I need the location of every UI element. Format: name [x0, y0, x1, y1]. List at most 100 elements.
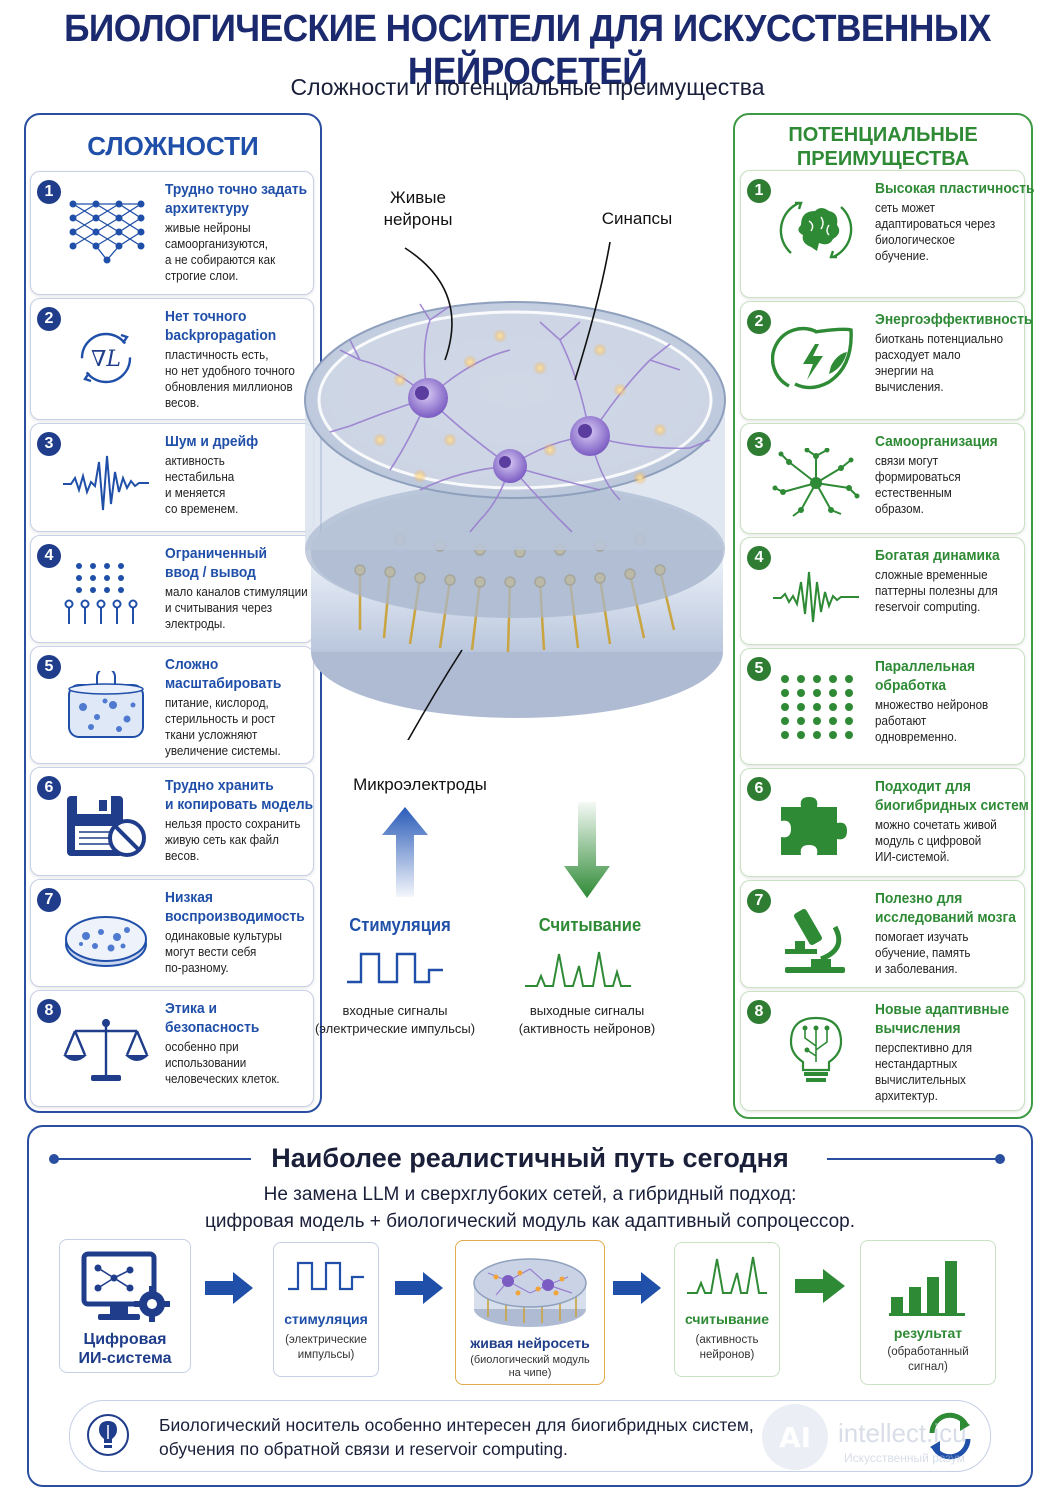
card-description-line: стерильность и рост: [165, 712, 276, 726]
card-description-line: весов.: [165, 849, 200, 863]
step-stimulation-desc-line: (электрические: [285, 1334, 367, 1346]
microelectrodes-label: Микроэлектроды: [353, 775, 487, 794]
conclusion-text-line: обучения по обратной связи и reservoir c…: [159, 1439, 568, 1459]
step-living-network-desc-line: (биологический модуль: [470, 1354, 590, 1366]
card-number: 3: [37, 432, 61, 456]
card-description-line: обновления миллионов: [165, 380, 293, 394]
flow-arrow: [395, 1272, 443, 1304]
step-digital-ai: Цифровая ИИ-система: [59, 1239, 191, 1373]
card-heading: Нет точного: [165, 308, 247, 325]
card-description-line: одновременно.: [875, 730, 957, 744]
card-description-line: биологическое: [875, 233, 955, 247]
branching-network-icon: [771, 448, 861, 518]
flow-arrow: [613, 1272, 661, 1304]
realistic-path-title: Наиболее реалистичный путь сегодня: [271, 1143, 789, 1173]
card-description-line: reservoir computing.: [875, 600, 981, 614]
card-description-line: работают: [875, 714, 927, 728]
step-result-label: результат: [893, 1325, 963, 1341]
benefits-title-line: ПОТЕНЦИАЛЬНЫЕ: [788, 124, 978, 146]
live-neurons-label: Живые нейроны: [368, 187, 468, 231]
card-heading: Подходит для: [875, 778, 971, 795]
card-number: 2: [747, 310, 771, 334]
card-description: живые нейроны самоорганизуются, а не собир…: [165, 220, 301, 284]
card-description-line: множество нейронов: [875, 698, 989, 712]
conclusion-text: Биологический носитель особенно интересе…: [159, 1413, 754, 1461]
dot-grid-icon: [771, 673, 861, 743]
card-description-line: а не собираются как: [165, 253, 276, 267]
card-heading: Сложно: [165, 656, 219, 673]
live-neurons-label-line: нейроны: [383, 210, 453, 229]
lightbulb-icon: [87, 1414, 129, 1456]
card-description-line: можно сочетать живой: [875, 818, 997, 832]
card-number: 1: [37, 180, 61, 204]
card-text: Трудно точно задать архитектуру живые нейр…: [165, 180, 311, 284]
card-heading: Энергоэффективность: [875, 311, 1033, 328]
card-description-line: адаптироваться через: [875, 217, 996, 231]
culture-jar-icon: [61, 671, 151, 741]
step-living-network-desc: (биологический модуль на чипе): [456, 1354, 604, 1380]
card-heading: Трудно точно задать: [165, 181, 308, 198]
step-stimulation-desc: (электрические импульсы): [274, 1333, 378, 1363]
card-heading: backpropagation: [165, 327, 277, 344]
card-description-line: самоорганизуются,: [165, 237, 269, 251]
card-description-line: паттерны полезны для: [875, 584, 998, 598]
card-description-line: нестандартных: [875, 1057, 958, 1071]
card-description-line: биоткань потенциально: [875, 332, 1004, 346]
stimulation-desc-line: (электрические импульсы): [314, 1021, 476, 1036]
realistic-path-line1: Не замена LLM и сверхглубоких сетей, а г…: [263, 1184, 797, 1205]
card-heading: Высокая пластичность: [875, 180, 1035, 197]
card-description-line: живые нейроны: [165, 221, 251, 235]
step-digital-ai-label-line: ИИ-система: [78, 1350, 172, 1367]
step-living-network: живая нейросеть (биологический модуль на…: [455, 1240, 605, 1385]
readout-label: Считывание: [538, 915, 642, 935]
card-description-line: строгие слои.: [165, 269, 239, 283]
stimulation-desc-line: входные сигналы: [342, 1003, 448, 1018]
card-description: пластичность есть,но нет удобного точног…: [165, 347, 301, 411]
pulse-icon: [288, 1261, 364, 1291]
step-readout-label: считывание: [684, 1311, 770, 1327]
spikes-icon: [687, 1256, 767, 1294]
step-result-desc: (обработанный сигнал): [861, 1345, 995, 1375]
card-text: Нет точного backpropagation пластичность е…: [165, 307, 311, 411]
card-description-line: особенно при: [165, 1040, 239, 1054]
readout-arrow: [564, 802, 610, 898]
scales-icon: [61, 1015, 151, 1085]
chip-dish-icon: [473, 1258, 587, 1327]
card-description-line: нестабильна: [165, 470, 235, 484]
card-number: 7: [747, 889, 771, 913]
card-heading: архитектуру: [165, 200, 249, 217]
step-digital-ai-label: Цифровая ИИ-система: [60, 1330, 190, 1368]
card-heading: обработка: [875, 677, 947, 694]
dynamic-wave-icon: [771, 562, 861, 632]
card-description-line: архитектур.: [875, 1089, 938, 1103]
card-number: 5: [747, 657, 771, 681]
card-heading: и копировать модель: [165, 796, 314, 813]
card-heading: воспроизводимость: [165, 908, 305, 925]
card-description-line: ИИ-системой.: [875, 850, 950, 864]
card-description-line: образом.: [875, 502, 924, 516]
refresh-cycle-icon: [929, 1412, 971, 1460]
step-readout-desc: (активность нейронов): [675, 1333, 779, 1363]
title-rule-dot: [49, 1154, 59, 1164]
card-description-line: и меняется: [165, 486, 226, 500]
card-heading: биогибридных систем: [875, 797, 1029, 814]
puzzle-icon: [771, 793, 861, 863]
step-result: результат (обработанный сигнал): [860, 1240, 996, 1385]
card-number: 2: [37, 307, 61, 331]
stimulation-pulse-icon: [347, 952, 443, 984]
card-number: 7: [37, 888, 61, 912]
